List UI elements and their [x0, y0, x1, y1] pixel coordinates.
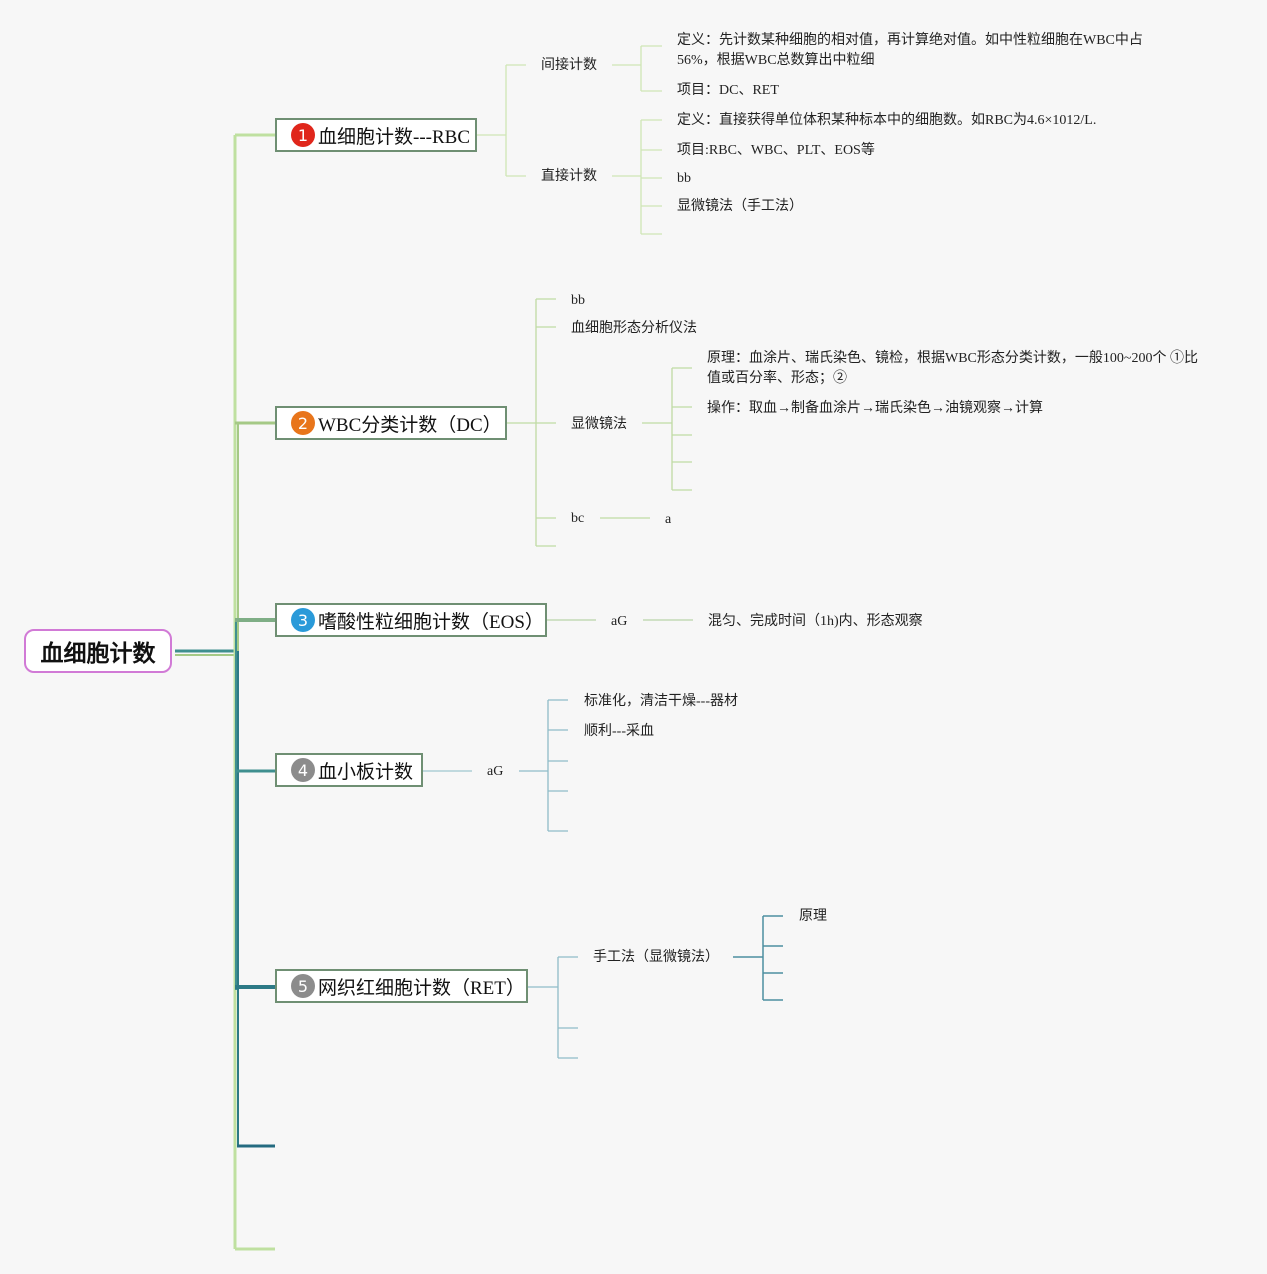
- branch-wbc-differential[interactable]: 2 WBC分类计数（DC）: [275, 406, 507, 440]
- branch-label: WBC分类计数（DC）: [318, 414, 502, 436]
- topic-direct-count[interactable]: 直接计数: [541, 169, 597, 184]
- number-2-icon: 2: [291, 411, 315, 435]
- topic-dc-principle[interactable]: 原理：血涂片、瑞氏染色、镜检，根据WBC形态分类计数，一般100~200个 ①比…: [707, 351, 1198, 386]
- branch-label: 嗜酸性粒细胞计数（EOS）: [318, 611, 544, 633]
- number-5-icon: 5: [291, 974, 315, 998]
- topic-plt-blood-sampling[interactable]: 顺利---采血: [584, 724, 654, 739]
- topic-dc-microscopy[interactable]: 显微镜法: [571, 417, 627, 432]
- topic-ret-manual[interactable]: 手工法（显微镜法）: [593, 950, 719, 965]
- branch-label: 血小板计数: [318, 761, 414, 783]
- topic-direct-microscopy[interactable]: 显微镜法（手工法）: [677, 199, 803, 214]
- topic-indirect-items[interactable]: 项目：DC、RET: [677, 83, 779, 98]
- topic-dc-bb[interactable]: bb: [571, 293, 585, 308]
- topic-direct-definition[interactable]: 定义：直接获得单位体积某种标本中的细胞数。如RBC为4.6×1012/L.: [677, 113, 1097, 128]
- branch-eos-count[interactable]: 3 嗜酸性粒细胞计数（EOS）: [275, 603, 547, 637]
- topic-indirect-count[interactable]: 间接计数: [541, 58, 597, 73]
- number-1-icon: 1: [291, 123, 315, 147]
- topic-dc-bc[interactable]: bc: [571, 511, 585, 526]
- topic-eos-ag[interactable]: aG: [611, 614, 628, 629]
- branch-ret-count[interactable]: 5 网织红细胞计数（RET）: [275, 969, 528, 1003]
- branch-label: 网织红细胞计数（RET）: [318, 977, 525, 999]
- topic-dc-operation[interactable]: 操作：取血→制备血涂片→瑞氏染色→油镜观察→计算: [707, 401, 1043, 416]
- number-4-icon: 4: [291, 758, 315, 782]
- root-topic[interactable]: 血细胞计数: [24, 629, 172, 673]
- topic-indirect-definition[interactable]: 定义：先计数某种细胞的相对值，再计算绝对值。如中性粒细胞在WBC中占56%，根据…: [677, 33, 1143, 68]
- topic-plt-ag[interactable]: aG: [487, 764, 504, 779]
- topic-ret-principle[interactable]: 原理: [799, 909, 827, 924]
- topic-plt-equipment[interactable]: 标准化，清洁干燥---器材: [584, 694, 738, 709]
- branch-label: 血细胞计数---RBC: [318, 126, 471, 148]
- topic-dc-a[interactable]: a: [665, 512, 672, 527]
- topic-dc-analyzer[interactable]: 血细胞形态分析仪法: [571, 321, 697, 336]
- branch-rbc-count[interactable]: 1 血细胞计数---RBC: [275, 118, 477, 152]
- topic-direct-bb[interactable]: bb: [677, 171, 691, 186]
- number-3-icon: 3: [291, 608, 315, 632]
- branch-platelet-count[interactable]: 4 血小板计数: [275, 753, 423, 787]
- topic-direct-items[interactable]: 项目:RBC、WBC、PLT、EOS等: [677, 143, 875, 158]
- topic-eos-notes[interactable]: 混匀、完成时间（1h)内、形态观察: [708, 614, 923, 629]
